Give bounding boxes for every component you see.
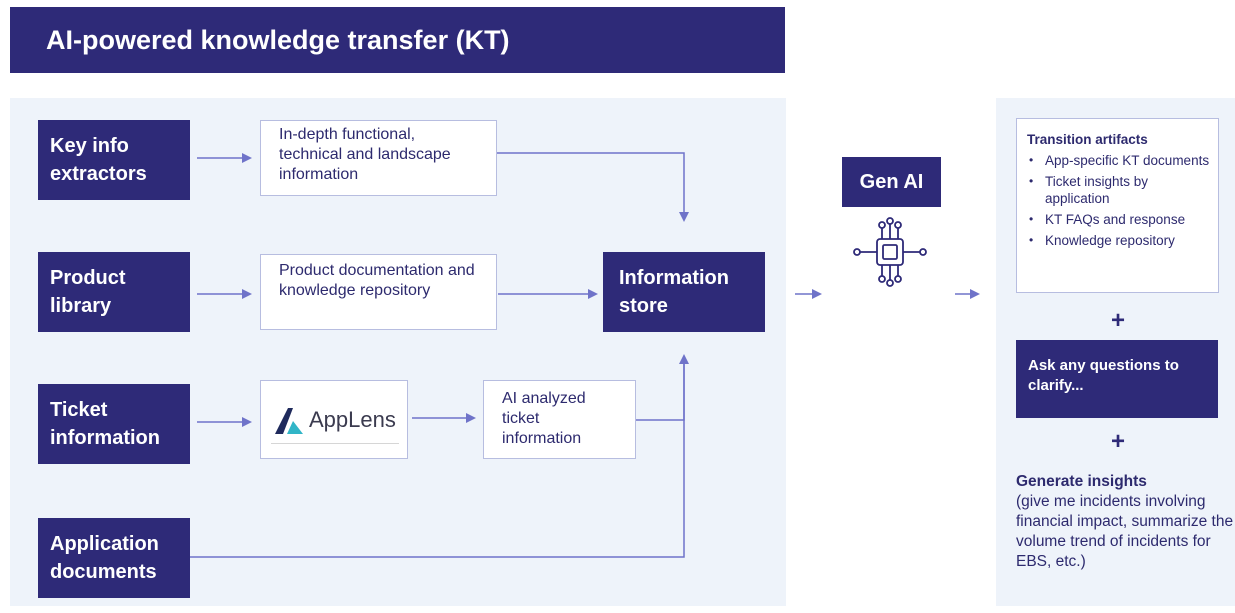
transition-artifacts-list: App-specific KT documents Ticket insight… xyxy=(1027,152,1210,249)
product-library-box: Product library xyxy=(38,252,190,332)
gen-ai-box: Gen AI xyxy=(842,157,941,207)
artifact-item: Knowledge repository xyxy=(1027,232,1210,249)
applens-logo-icon xyxy=(275,407,303,434)
applens-logo-text: AppLens xyxy=(309,406,396,432)
chip-network-icon xyxy=(853,217,927,287)
application-documents-box: Application documents xyxy=(38,518,190,598)
generate-insights-text: (give me incidents involving financial i… xyxy=(1016,493,1234,570)
generate-insights-title: Generate insights xyxy=(1016,473,1147,490)
in-depth-information-box: In-depth functional, technical and lands… xyxy=(260,120,497,196)
artifact-item: App-specific KT documents xyxy=(1027,152,1210,169)
transition-artifacts-box: Transition artifacts App-specific KT doc… xyxy=(1016,118,1219,293)
applens-underline xyxy=(271,443,399,444)
ask-questions-text: Ask any questions to clarify... xyxy=(1028,357,1179,394)
product-library-label: Product library xyxy=(50,267,126,317)
ask-questions-box: Ask any questions to clarify... xyxy=(1016,340,1218,418)
ai-analyzed-ticket-text: AI analyzed ticket information xyxy=(502,390,586,447)
key-info-extractors-label: Key info extractors xyxy=(50,135,147,185)
key-info-extractors-box: Key info extractors xyxy=(38,120,190,200)
applens-box: AppLens xyxy=(260,380,408,459)
plus-icon: + xyxy=(1110,428,1125,455)
product-documentation-text: Product documentation and knowledge repo… xyxy=(279,262,475,299)
generate-insights-block: Generate insights (give me incidents inv… xyxy=(1016,472,1235,572)
in-depth-information-text: In-depth functional, technical and lands… xyxy=(279,126,451,183)
artifact-item: KT FAQs and response xyxy=(1027,211,1210,228)
ai-analyzed-ticket-box: AI analyzed ticket information xyxy=(483,380,636,459)
ticket-information-box: Ticket information xyxy=(38,384,190,464)
information-store-box: Information store xyxy=(603,252,765,332)
ticket-information-label: Ticket information xyxy=(50,399,160,449)
product-documentation-box: Product documentation and knowledge repo… xyxy=(260,254,497,330)
application-documents-label: Application documents xyxy=(50,533,159,583)
page-title: AI-powered knowledge transfer (KT) xyxy=(10,7,785,73)
plus-icon: + xyxy=(1110,307,1125,334)
gen-ai-label: Gen AI xyxy=(859,170,924,193)
transition-artifacts-title: Transition artifacts xyxy=(1027,132,1148,147)
information-store-label: Information store xyxy=(619,267,729,317)
artifact-item: Ticket insights by application xyxy=(1027,173,1210,207)
